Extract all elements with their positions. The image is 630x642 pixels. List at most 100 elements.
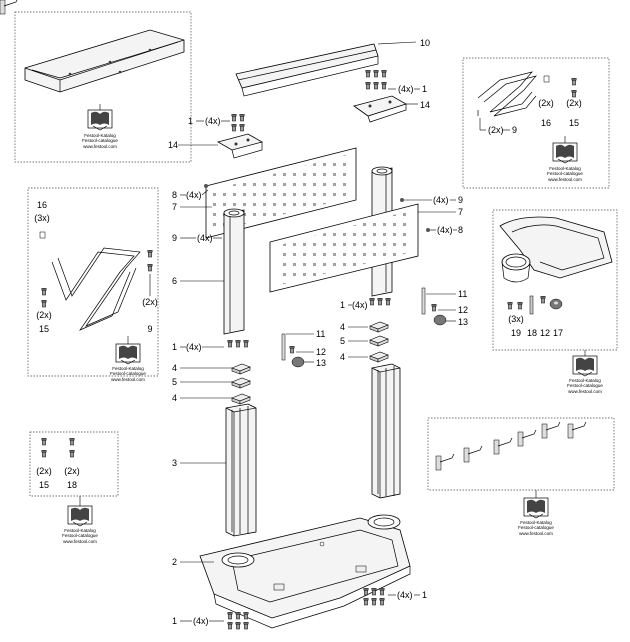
catalog-book-icon — [115, 343, 141, 365]
catalog-url: www.festool.com — [111, 377, 145, 382]
clip-icon — [369, 351, 389, 363]
catalog-url: www.festool.com — [519, 531, 553, 536]
screw-icon — [571, 77, 577, 98]
screw-icon — [69, 449, 75, 458]
shelf-tray-drawing — [24, 29, 185, 93]
screw-group — [365, 69, 387, 90]
callout-4: 4 — [172, 393, 177, 403]
callout-qty: (2x) — [566, 98, 582, 108]
knob-icon — [291, 356, 305, 368]
callout-qty: (4x) — [186, 190, 202, 200]
callout-qty: (2x) — [538, 98, 554, 108]
screw-icon — [41, 437, 47, 446]
part-column-left — [223, 208, 245, 335]
callout-qty: (4x) — [352, 300, 368, 310]
part-bracket-14 — [216, 133, 264, 159]
catalog-book-icon — [552, 142, 578, 164]
screw-group — [363, 587, 385, 606]
callout-9: 9 — [147, 324, 152, 334]
callout-qty: (4x) — [437, 225, 453, 235]
callout-16: 16 — [541, 118, 551, 128]
clip-icon — [231, 363, 251, 375]
callout-12: 12 — [540, 328, 550, 338]
callout-18: 18 — [527, 328, 537, 338]
screw-icon — [507, 301, 513, 310]
callout-2: 2 — [172, 557, 177, 567]
inset-small-parts: (2x) 15 (2x) 18 Festool-Katalog Festool-… — [29, 431, 119, 544]
callout-4: 4 — [172, 363, 177, 373]
inset-hooks: Festool-Katalog Festool-catalogue www.fe… — [0, 0, 615, 536]
callout-qty: (3x) — [508, 314, 524, 324]
callout-3: 3 — [172, 458, 177, 468]
callout-1: 1 — [340, 300, 345, 310]
screw-group — [227, 611, 249, 630]
callout-8: 8 — [458, 225, 463, 235]
callout-1: 1 — [188, 116, 193, 126]
part-bracket-14: 14 — [353, 95, 430, 123]
callout-5: 5 — [172, 377, 177, 387]
callout-7: 7 — [458, 207, 463, 217]
catalog-label: Festool-Katalog — [84, 133, 116, 138]
clip-icon — [231, 377, 251, 389]
callout-11: 11 — [316, 329, 325, 339]
callout-qty: (4x) — [186, 342, 202, 352]
catalog-label-2: Festool-catalogue — [547, 171, 583, 176]
callout-qty: (4x) — [205, 116, 221, 126]
part-extrusion-left — [225, 403, 257, 537]
callout-14: 14 — [168, 140, 178, 150]
catalog-book-icon — [67, 505, 93, 527]
catalog-label-2: Festool-catalogue — [62, 533, 98, 538]
callout-10: 10 — [420, 38, 430, 48]
knob-icon — [549, 298, 563, 310]
callout-9: 9 — [172, 233, 177, 243]
side-tray-drawing — [499, 216, 613, 283]
screw-icon — [540, 295, 546, 304]
callout-17: 17 — [553, 328, 563, 338]
catalog-url: www.festool.com — [83, 144, 117, 149]
pin-icon — [529, 295, 534, 315]
screw-icon — [41, 299, 47, 308]
callout-qty: (2x) — [142, 297, 158, 307]
screw-icon — [41, 287, 47, 296]
screw-icon — [289, 345, 295, 354]
catalog-url: www.festool.com — [548, 177, 582, 182]
callout-1: 1 — [172, 616, 177, 626]
catalog-label-2: Festool-catalogue — [110, 371, 146, 376]
catalog-label: Festool-Katalog — [112, 366, 144, 371]
callout-12: 12 — [316, 347, 326, 357]
catalog-label-2: Festool-catalogue — [567, 383, 603, 388]
callout-qty: (4x) — [397, 590, 413, 600]
catalog-book-icon — [523, 497, 549, 519]
callout-1: 1 — [422, 84, 427, 94]
callout-qty: (2x) — [36, 466, 52, 476]
screw-group — [369, 297, 391, 306]
screw-icon — [147, 249, 153, 258]
catalog-book-icon — [87, 109, 113, 131]
screw-icon — [426, 228, 430, 232]
callout-12: 12 — [458, 305, 468, 315]
part-pin-11 — [421, 287, 426, 315]
callout-18: 18 — [67, 480, 77, 490]
part-extrusion-right — [371, 363, 401, 499]
callout-qty: (2x) — [64, 466, 80, 476]
callout-16: 16 — [37, 200, 47, 210]
callout-qty: (4x) — [433, 195, 449, 205]
callout-qty: (3x) — [34, 213, 50, 223]
callout-15: 15 — [39, 480, 49, 490]
catalog-label: Festool-Katalog — [64, 528, 96, 533]
hanger-drawing — [51, 247, 141, 331]
screw-icon — [543, 75, 550, 83]
callout-11: 11 — [458, 289, 467, 299]
screw-icon — [41, 449, 47, 458]
callout-qty: (4x) — [193, 616, 209, 626]
callout-4: 4 — [340, 352, 345, 362]
inset-hanger-left: 16 (3x) (2x) 9 (2x) 15 Festool-Katalog F… — [27, 187, 159, 382]
catalog-url: www.festool.com — [63, 539, 97, 544]
callout-1: 1 — [172, 342, 177, 352]
inset-tray: (3x) 19 18 12 17 Festool-Katalog Festool… — [492, 209, 618, 394]
callout-4: 4 — [340, 322, 345, 332]
callout-8: 8 — [172, 190, 177, 200]
part-pin-11 — [281, 333, 286, 361]
hooks-drawing — [0, 0, 587, 471]
catalog-book-icon — [572, 355, 598, 377]
